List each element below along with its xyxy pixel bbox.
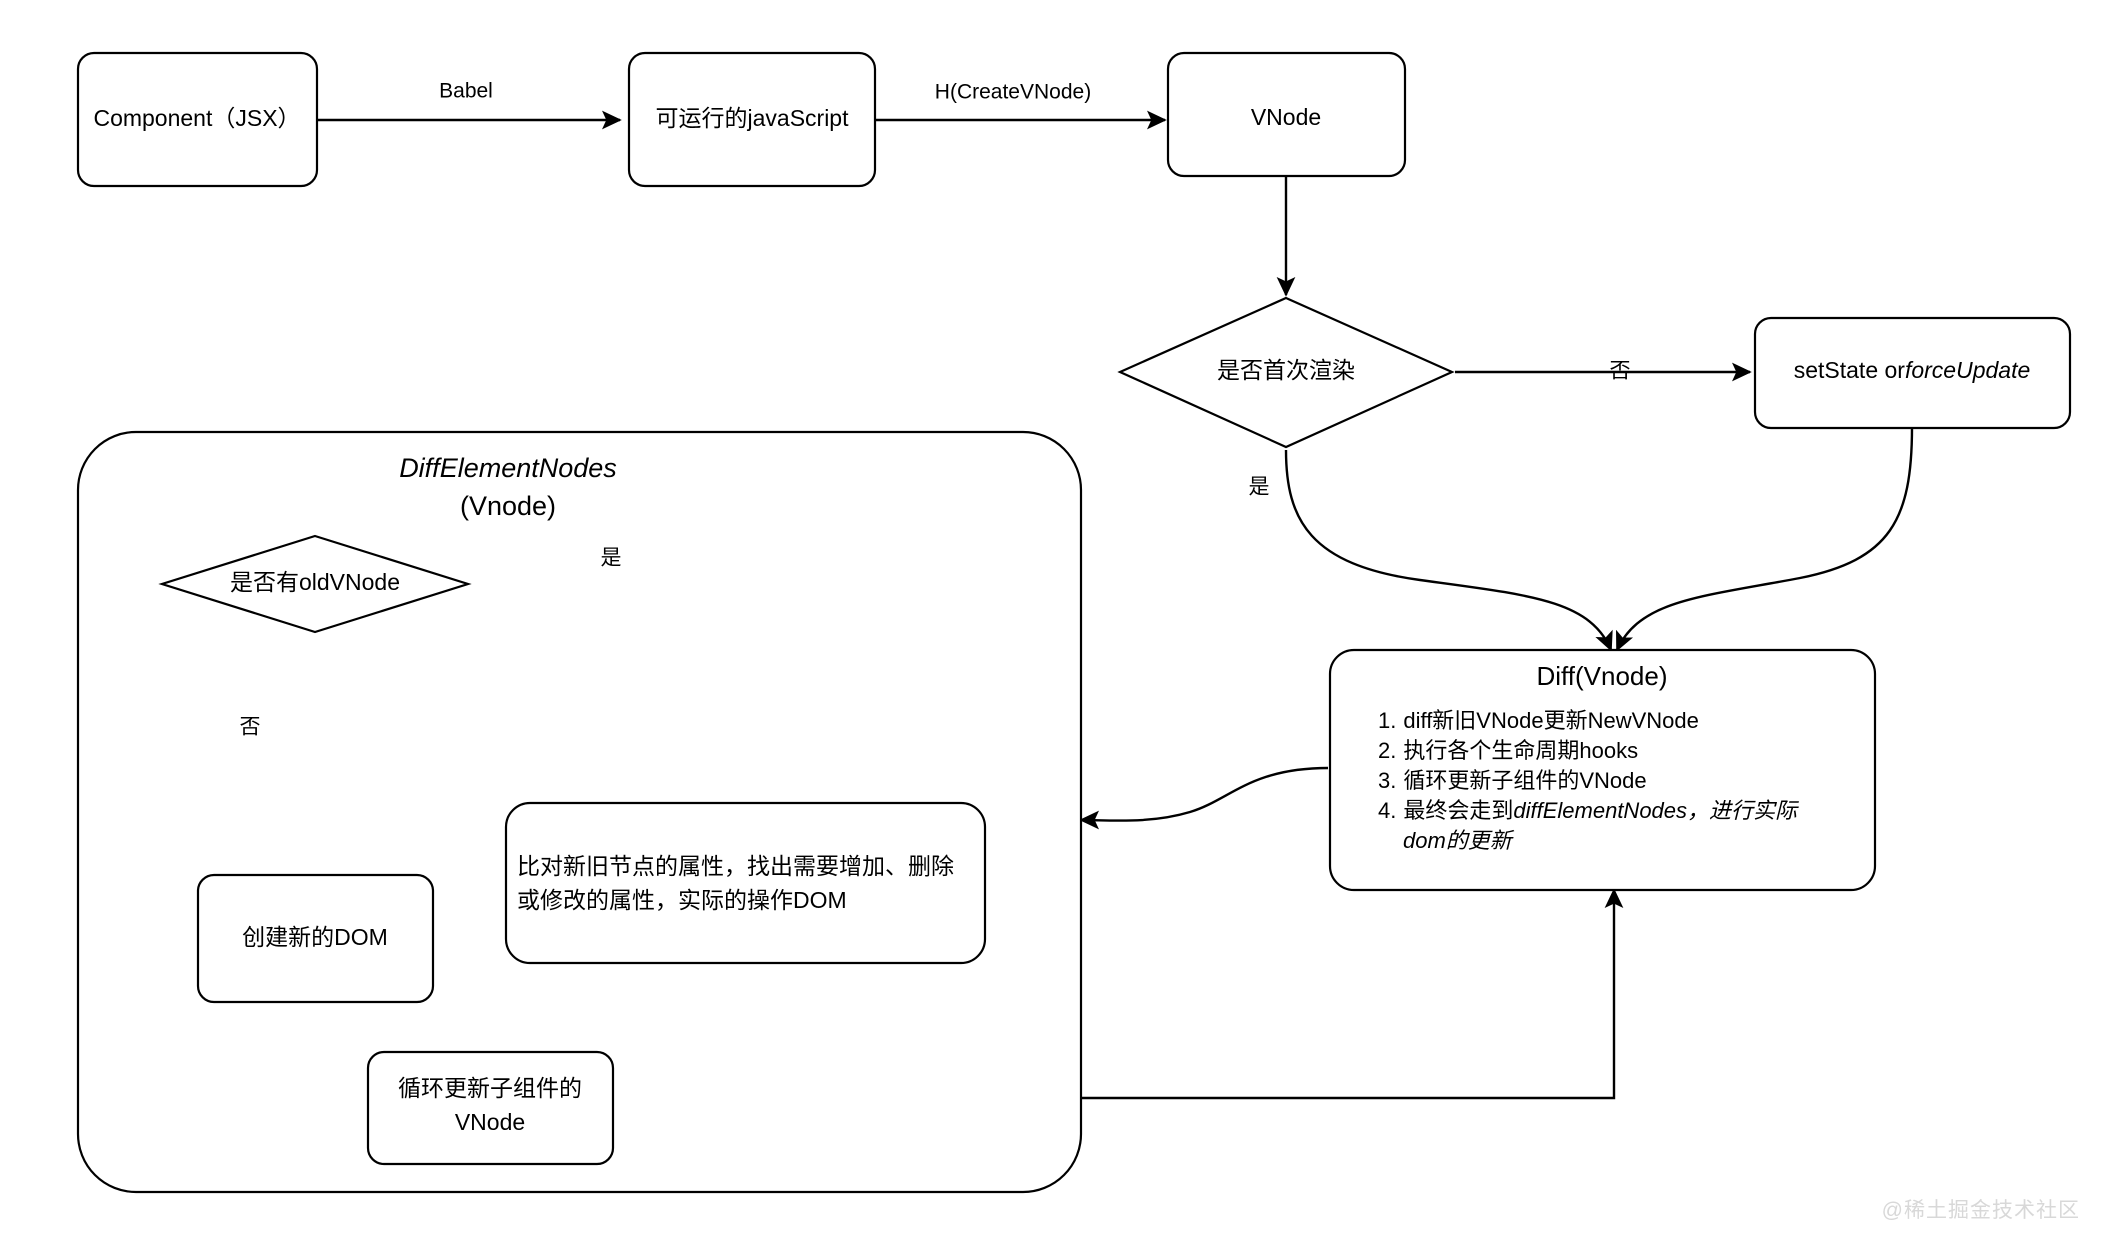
node-vnode[interactable]: VNode xyxy=(1166,51,1407,178)
loop-update-child-vnode-line2: VNode xyxy=(455,1109,525,1135)
has-old-vnode-decision-label: 是否有oldVNode xyxy=(230,569,400,595)
create-new-dom-label: 创建新的DOM xyxy=(242,924,388,950)
compare-attributes-line1: 比对新旧节点的属性，找出需要增加、删除 xyxy=(517,853,954,879)
diff-element-nodes-title: DiffElementNodes xyxy=(399,453,617,483)
diff-vnode-title: Diff(Vnode) xyxy=(1536,661,1667,691)
node-diff-vnode[interactable]: Diff(Vnode) 1. diff新旧VNode更新NewVNode 2. 执行… xyxy=(1328,648,1877,892)
loop-update-child-vnode-line1: 循环更新子组件的 xyxy=(398,1075,582,1101)
node-compare-attributes[interactable]: 比对新旧节点的属性，找出需要增加、删除 或修改的属性，实际的操作DOM xyxy=(504,801,987,965)
diff-vnode-item-4: 4. 最终会走到diffElementNodes，进行实际 xyxy=(1378,798,1799,823)
diff-item-4-pre: 最终会走到 xyxy=(1403,798,1513,823)
vnode-box[interactable] xyxy=(1166,51,1407,178)
node-runnable-javascript[interactable]: 可运行的javaScript xyxy=(627,51,877,188)
loop-update-child-vnode-box[interactable] xyxy=(366,1050,615,1166)
edge-label-first-render-yes: 是 xyxy=(1249,476,1270,499)
watermark: @稀土掘金技术社区 xyxy=(1881,1199,2080,1222)
first-render-decision-diamond[interactable] xyxy=(1117,296,1455,449)
diff-element-nodes-subtitle: (Vnode) xyxy=(460,491,556,521)
compare-attributes-box[interactable] xyxy=(504,801,987,965)
edge-label-create-vnode: H(CreateVNode) xyxy=(935,81,1091,104)
diff-item-4-post: 的更新 xyxy=(1446,828,1515,853)
diff-vnode-item-3: 3. 循环更新子组件的VNode xyxy=(1378,768,1647,793)
diff-item-4-italic: diffElementNodes xyxy=(1513,798,1687,823)
diff-item-3-text: 循环更新子组件的VNode xyxy=(1403,768,1646,793)
edge-diff-to-container xyxy=(1079,766,1329,830)
node-setstate-forceupdate[interactable]: setState orforceUpdate xyxy=(1753,316,2072,430)
node-component-jsx[interactable]: Component（JSX） xyxy=(76,51,319,188)
create-new-dom-box[interactable] xyxy=(196,873,435,1004)
edge-label-first-render-no: 否 xyxy=(1610,360,1631,383)
setstate-plain-part: setState or xyxy=(1794,357,1906,383)
edge-first-render-yes-to-diff xyxy=(1284,449,1613,652)
compare-attributes-line2: 或修改的属性，实际的操作DOM xyxy=(517,887,847,913)
diff-item-1-num: 1. xyxy=(1378,708,1396,733)
diff-vnode-box[interactable] xyxy=(1328,648,1877,892)
edge-label-has-old-vnode-yes: 是 xyxy=(601,547,622,570)
diff-item-2-text: 执行各个生命周期hooks xyxy=(1403,738,1638,763)
edge-label-babel: Babel xyxy=(439,80,493,103)
node-has-old-vnode-decision[interactable]: 是否有oldVNode xyxy=(158,534,472,634)
component-jsx-box[interactable] xyxy=(76,51,319,188)
node-loop-update-child-vnode[interactable]: 循环更新子组件的 VNode xyxy=(366,1050,615,1166)
diff-vnode-item-4-cont: dom的更新 xyxy=(1403,828,1515,853)
edge-labels-layer: Babel H(CreateVNode) 否 是 是 否 xyxy=(240,80,1631,739)
component-jsx-label: Component（JSX） xyxy=(93,105,300,131)
node-first-render-decision[interactable]: 是否首次渲染 xyxy=(1117,296,1455,449)
diff-vnode-item-1: 1. diff新旧VNode更新NewVNode xyxy=(1378,708,1699,733)
diff-item-4-italic2: dom xyxy=(1403,828,1446,853)
runnable-javascript-label: 可运行的javaScript xyxy=(656,105,850,131)
setstate-forceupdate-label: setState orforceUpdate xyxy=(1794,357,2031,383)
first-render-decision-label: 是否首次渲染 xyxy=(1217,357,1355,383)
setstate-forceupdate-box[interactable] xyxy=(1753,316,2072,430)
diff-item-2-num: 2. xyxy=(1378,738,1396,763)
diff-item-4-num: 4. xyxy=(1378,798,1396,823)
diff-vnode-item-2: 2. 执行各个生命周期hooks xyxy=(1378,738,1638,763)
node-create-new-dom[interactable]: 创建新的DOM xyxy=(196,873,435,1004)
diff-item-4-mid: ，进行实际 xyxy=(1687,798,1799,823)
forceupdate-italic-part: forceUpdate xyxy=(1905,357,2030,383)
has-old-vnode-decision-diamond[interactable] xyxy=(158,534,472,634)
vnode-label: VNode xyxy=(1251,104,1321,130)
diff-item-1-text: diff新旧VNode更新NewVNode xyxy=(1403,708,1699,733)
edge-setstate-to-diff xyxy=(1615,426,1914,652)
edge-label-has-old-vnode-no: 否 xyxy=(240,716,261,739)
runnable-javascript-box[interactable] xyxy=(627,51,877,188)
diff-item-3-num: 3. xyxy=(1378,768,1396,793)
